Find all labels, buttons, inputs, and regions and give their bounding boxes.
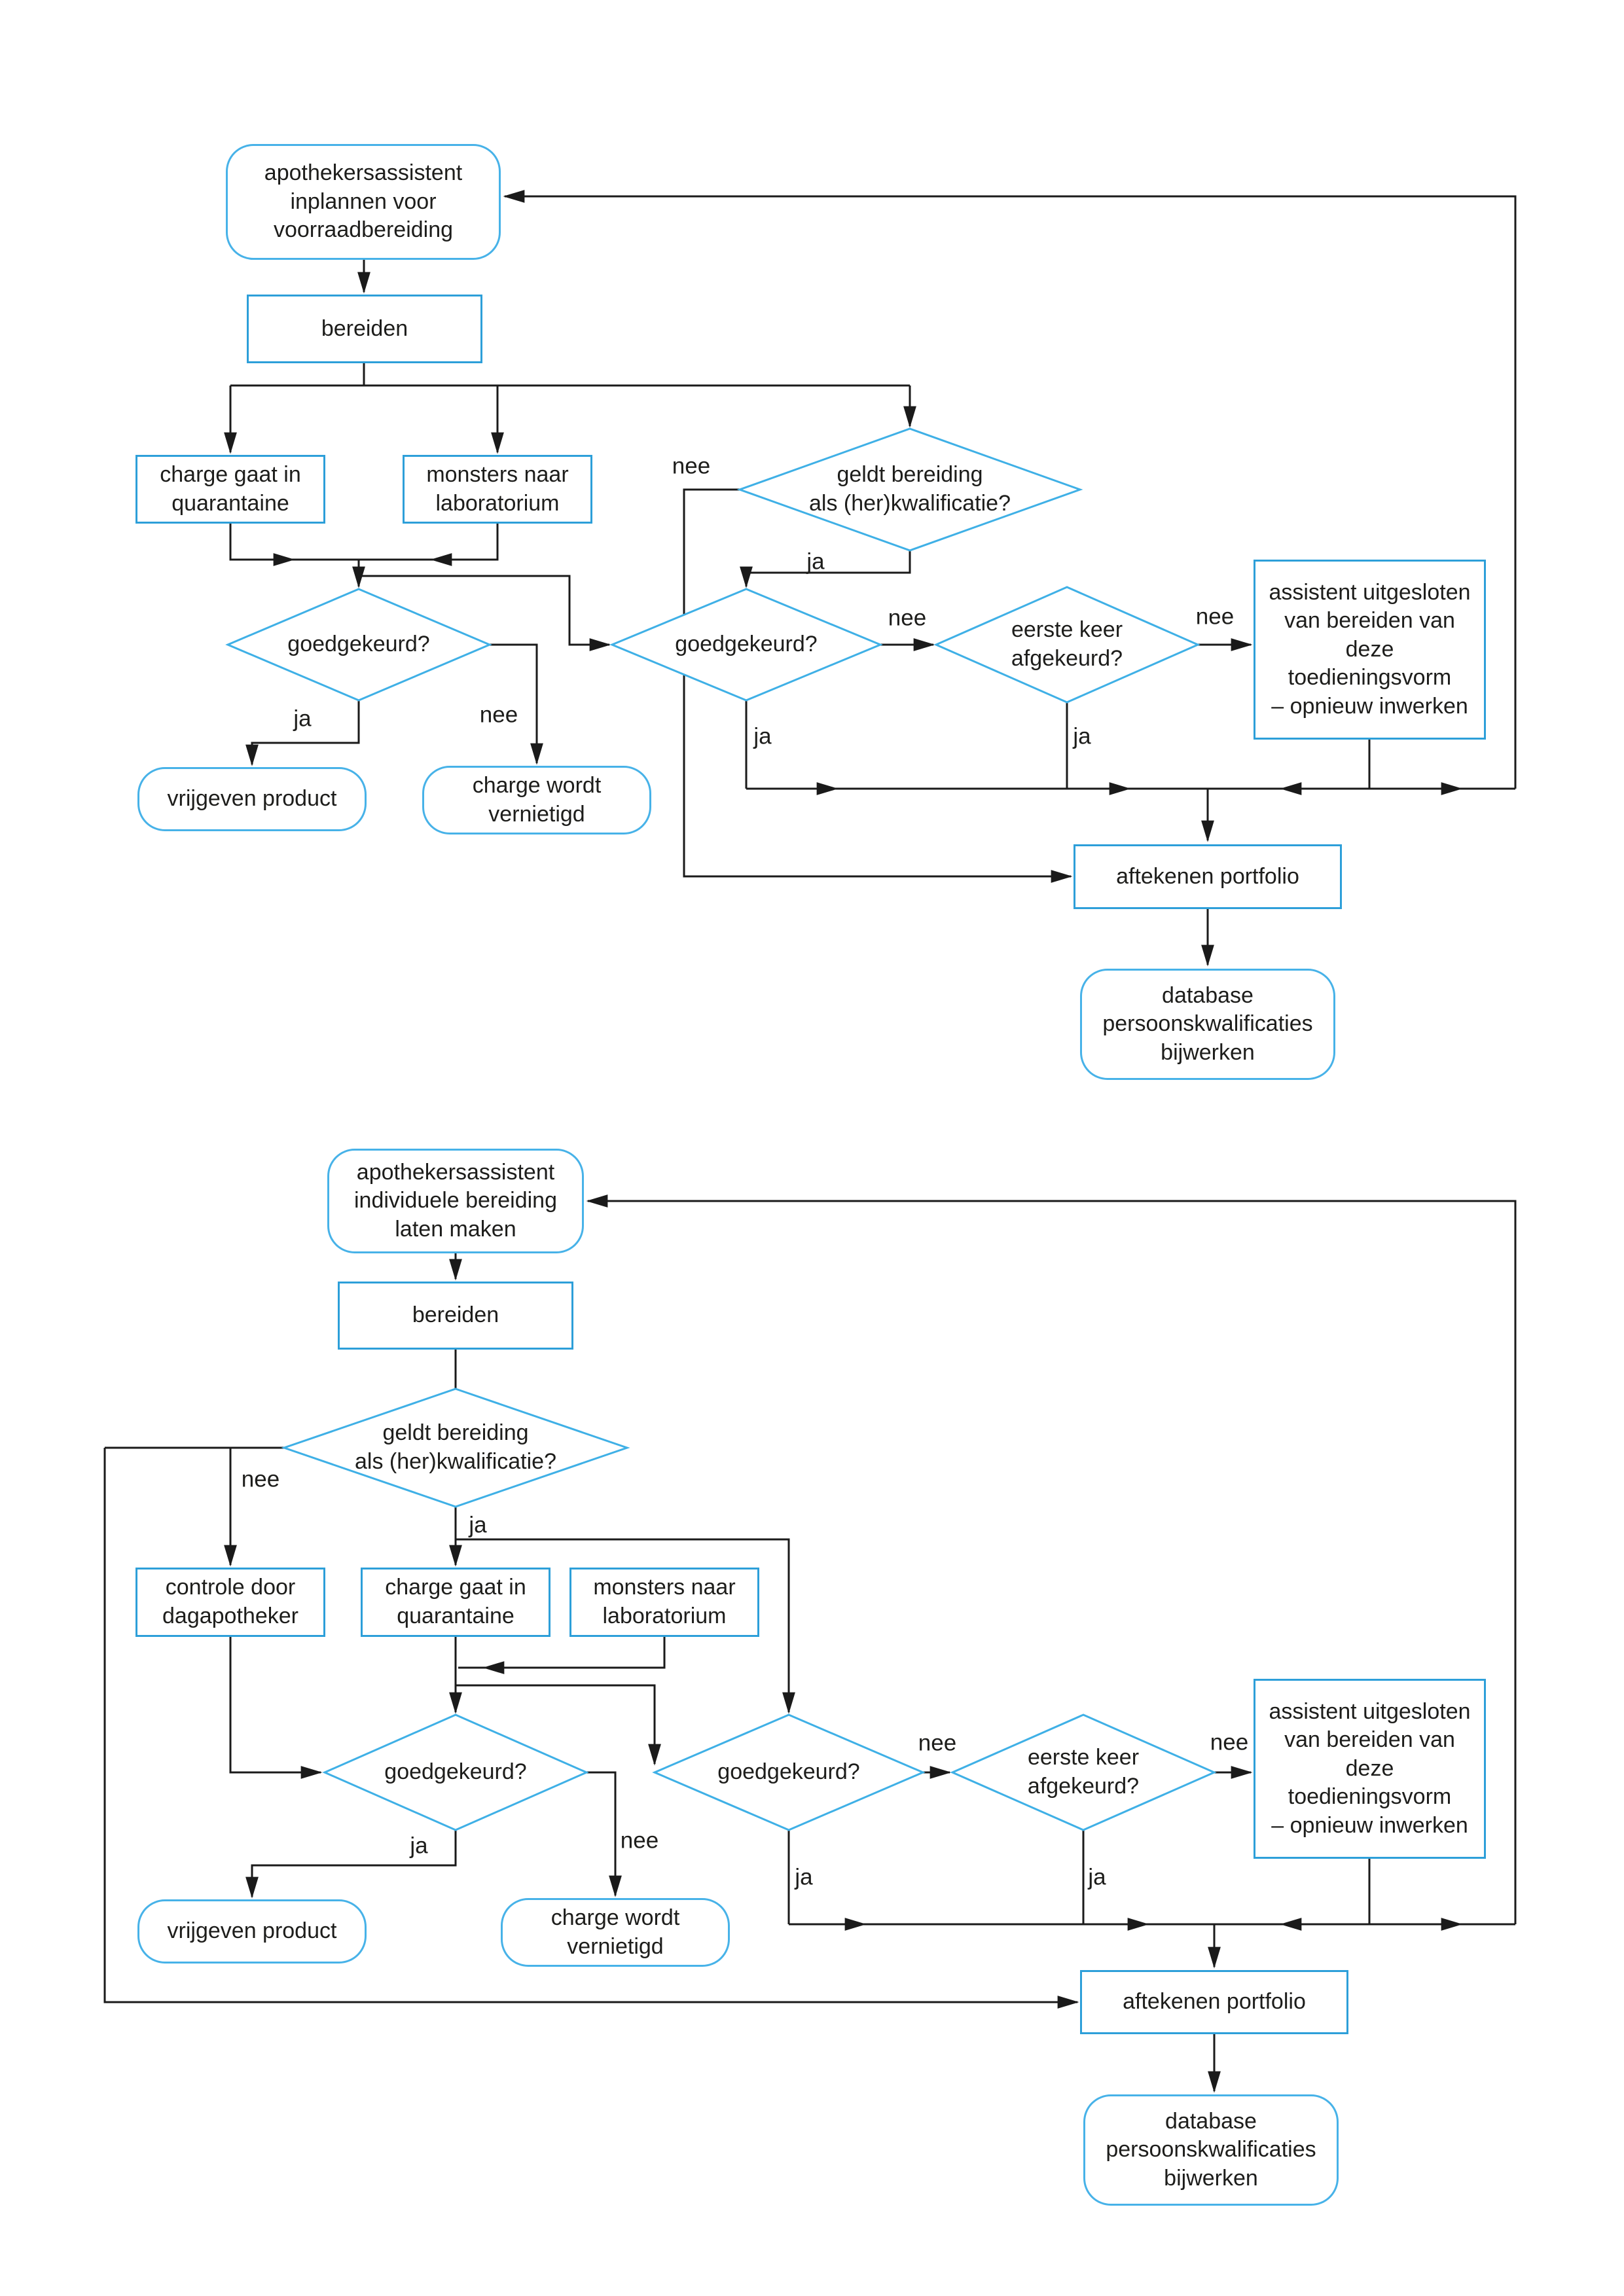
f2-edge-ja-goedgekeurd-rechts bbox=[456, 1538, 795, 1714]
f2-loopback bbox=[586, 1194, 1517, 1924]
f1-edge-label-ja-eerste-keer: ja bbox=[1073, 723, 1091, 749]
f1-edge-kwalificatie-ja bbox=[740, 550, 911, 588]
f2-edge-label-ja-eerste-keer: ja bbox=[1088, 1864, 1106, 1890]
f2-process-quarantaine: charge gaat in quarantaine bbox=[361, 1568, 550, 1637]
f2-terminator-database: database persoonskwalificaties bijwerken bbox=[1083, 2094, 1339, 2206]
f2-decision-goedgekeurd-rechts: goedgekeurd? bbox=[717, 1759, 860, 1785]
f2-decision-shape-goedgekeurd-rechts bbox=[652, 1713, 926, 1831]
f1-edge-label-ja-goedgekeurd-rechts: ja bbox=[753, 723, 772, 749]
f1-edge-monsters-merge bbox=[359, 524, 499, 561]
f2-edge-branch-goedgekeurd-rechts bbox=[456, 1684, 661, 1766]
f2-edge-nee-portfolio bbox=[103, 1448, 1079, 2009]
f1-decision-goedgekeurd-links: goedgekeurd? bbox=[287, 632, 430, 657]
f2-connectors bbox=[103, 1194, 1517, 2093]
f1-edge-label-nee-goedgekeurd-rechts: nee bbox=[888, 605, 927, 631]
f2-edge-label-nee-kwalificatie: nee bbox=[241, 1466, 280, 1492]
f2-edge-controle-goedgekeurd bbox=[229, 1637, 323, 1779]
f2-edge-label-ja-goedgekeurd-links: ja bbox=[410, 1833, 428, 1859]
f2-edge-label-ja-kwalificatie: ja bbox=[469, 1512, 487, 1538]
f2-edge-label-ja-goedgekeurd-rechts: ja bbox=[795, 1864, 813, 1890]
f2-process-monsters: monsters naar laboratorium bbox=[569, 1568, 759, 1637]
f1-process-portfolio: aftekenen portfolio bbox=[1074, 844, 1342, 909]
f1-connectors bbox=[224, 190, 1517, 967]
f1-edge-goedgekeurd-links-nee bbox=[490, 643, 543, 765]
f1-process-quarantaine: charge gaat in quarantaine bbox=[135, 455, 325, 524]
f2-process-uitgesloten: assistent uitgesloten van bereiden van d… bbox=[1254, 1679, 1486, 1859]
f2-process-portfolio: aftekenen portfolio bbox=[1080, 1970, 1348, 2034]
f1-edge-label-ja-kwalificatie: ja bbox=[806, 548, 825, 575]
decision-shapes bbox=[225, 427, 1217, 1831]
f1-decision-shape-goedgekeurd-links bbox=[225, 588, 492, 702]
f2-decision-kwalificatie: geldt bereiding als (her)kwalificatie? bbox=[355, 1420, 556, 1474]
f2-process-controle: controle door dagapotheker bbox=[135, 1568, 325, 1637]
f1-edge-label-ja-goedgekeurd-links: ja bbox=[293, 706, 312, 732]
f1-decision-goedgekeurd-rechts: goedgekeurd? bbox=[675, 632, 818, 657]
f1-edge-kwalificatie-nee bbox=[683, 488, 1073, 883]
f1-decision-kwalificatie: geldt bereiding als (her)kwalificatie? bbox=[809, 462, 1011, 516]
f1-edge-label-nee-eerste-keer: nee bbox=[1195, 603, 1235, 630]
f2-decision-eerste-keer: eerste keer afgekeurd? bbox=[1027, 1745, 1140, 1799]
f1-decision-eerste-keer: eerste keer afgekeurd? bbox=[1011, 617, 1123, 671]
f2-edge-label-nee-eerste-keer: nee bbox=[1210, 1729, 1249, 1755]
f1-edge-label-nee-kwalificatie: nee bbox=[672, 453, 711, 479]
f1-decision-shape-goedgekeurd-rechts bbox=[609, 588, 883, 702]
f2-edge-goedgekeurd-links-ja bbox=[245, 1830, 457, 1899]
f2-terminator-vrijgeven: vrijgeven product bbox=[137, 1899, 367, 1964]
f1-process-uitgesloten: assistent uitgesloten van bereiden van d… bbox=[1254, 560, 1486, 740]
f1-process-monsters: monsters naar laboratorium bbox=[403, 455, 592, 524]
f2-decision-shape-eerste-keer bbox=[950, 1713, 1217, 1831]
f1-edge-label-nee-goedgekeurd-links: nee bbox=[479, 702, 518, 728]
f1-edge-merge-goedgekeurd-rechts bbox=[359, 575, 611, 651]
f2-process-bereiden: bereiden bbox=[338, 1282, 573, 1350]
f2-start-node: apothekersassistent individuele bereidin… bbox=[327, 1149, 584, 1253]
f1-start-node: apothekersassistent inplannen voor voorr… bbox=[226, 144, 501, 260]
f1-decision-shape-eerste-keer bbox=[933, 586, 1200, 704]
f1-edge-goedgekeurd-links-ja bbox=[245, 700, 360, 766]
f2-decision-goedgekeurd-links: goedgekeurd? bbox=[384, 1759, 527, 1785]
f2-edge-goedgekeurd-links-nee bbox=[586, 1771, 622, 1897]
f1-edge-quarantaine-merge bbox=[229, 524, 359, 561]
f2-decision-shape-kwalificatie bbox=[281, 1388, 630, 1508]
f1-terminator-vrijgeven: vrijgeven product bbox=[137, 767, 367, 831]
f2-terminator-vernietigd: charge wordt vernietigd bbox=[501, 1898, 730, 1967]
f2-decision-shape-goedgekeurd-links bbox=[322, 1713, 589, 1831]
f1-decision-shape-kwalificatie bbox=[736, 427, 1083, 552]
f2-edge-monsters-merge bbox=[458, 1637, 666, 1669]
f1-terminator-vernietigd: charge wordt vernietigd bbox=[422, 766, 651, 834]
f1-process-bereiden: bereiden bbox=[247, 295, 482, 363]
f1-loopback bbox=[503, 190, 1517, 789]
f2-edge-label-nee-goedgekeurd-rechts: nee bbox=[918, 1730, 957, 1756]
f1-terminator-database: database persoonskwalificaties bijwerken bbox=[1080, 969, 1335, 1080]
f2-edge-label-nee-goedgekeurd-links: nee bbox=[620, 1827, 659, 1854]
